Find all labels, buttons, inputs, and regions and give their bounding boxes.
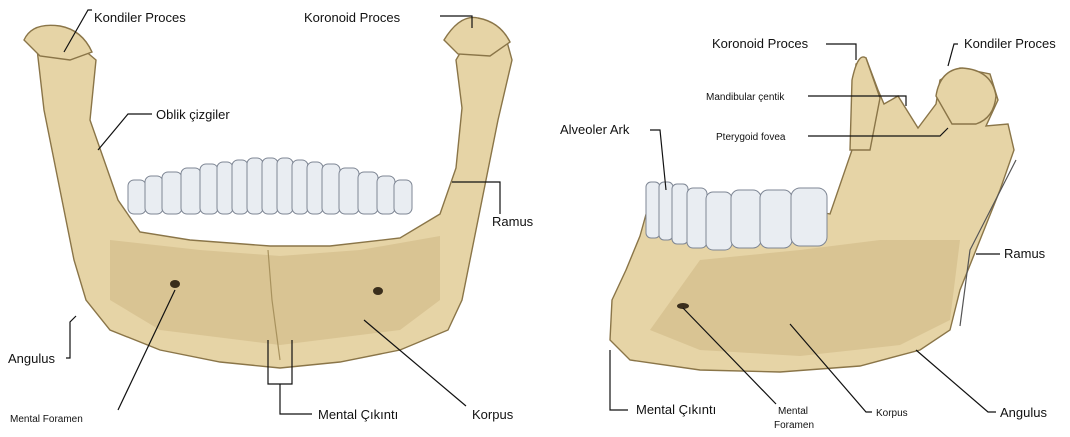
side-teeth <box>646 182 827 250</box>
side-label-alveolar-arch: Alveoler Ark <box>560 122 630 137</box>
tooth <box>672 184 688 244</box>
leader-side-condylar <box>948 44 958 66</box>
side-label-mental-foramen-line1: Mental <box>778 406 808 417</box>
side-view-mandible <box>610 57 1014 372</box>
tooth <box>791 188 827 246</box>
side-label-angle: Angulus <box>1000 405 1047 420</box>
tooth <box>731 190 761 248</box>
front-label-oblique-line: Oblik çizgiler <box>156 107 230 122</box>
front-label-mental-foramen: Mental Foramen <box>10 414 83 425</box>
tooth <box>339 168 359 214</box>
front-view-mandible <box>24 17 512 368</box>
tooth <box>659 182 673 240</box>
tooth <box>322 164 340 214</box>
front-label-body: Korpus <box>472 407 514 422</box>
tooth <box>128 180 146 214</box>
side-label-mental-foramen-line2: Foramen <box>774 420 814 431</box>
tooth <box>307 162 323 214</box>
tooth <box>145 176 163 214</box>
front-teeth <box>128 158 412 214</box>
front-label-ramus: Ramus <box>492 214 534 229</box>
tooth <box>760 190 792 248</box>
side-label-mandibular-notch: Mandibular çentik <box>706 92 785 103</box>
leader-side-coronoid <box>826 44 856 60</box>
tooth <box>706 192 732 250</box>
tooth <box>292 160 308 214</box>
leader-side-alveolar <box>650 130 666 190</box>
tooth <box>217 162 233 214</box>
side-label-ramus: Ramus <box>1004 246 1046 261</box>
tooth <box>232 160 248 214</box>
front-left-condyle <box>24 25 92 60</box>
tooth <box>200 164 218 214</box>
leader-front-oblique <box>98 114 152 150</box>
leader-front-angle <box>66 316 76 358</box>
side-label-mental-protuberance: Mental Çıkıntı <box>636 402 716 417</box>
side-label-coronoid-process: Koronoid Proces <box>712 36 809 51</box>
leader-side-protuberance <box>610 350 628 410</box>
side-label-pterygoid-fovea: Pterygoid fovea <box>716 132 786 143</box>
front-mental-foramen-left <box>170 280 180 288</box>
tooth <box>181 168 201 214</box>
leader-side-angle <box>916 350 996 412</box>
tooth <box>358 172 378 214</box>
front-label-mental-protuberance: Mental Çıkıntı <box>318 407 398 422</box>
tooth <box>277 158 293 214</box>
tooth <box>262 158 278 214</box>
side-label-condylar-process: Kondiler Proces <box>964 36 1056 51</box>
side-label-body: Korpus <box>876 408 908 419</box>
tooth <box>377 176 395 214</box>
tooth <box>646 182 660 238</box>
front-label-coronoid-process: Koronoid Proces <box>304 10 401 25</box>
tooth <box>247 158 263 214</box>
front-label-condylar-process: Kondiler Proces <box>94 10 186 25</box>
front-mental-foramen-right <box>373 287 383 295</box>
front-label-angle: Angulus <box>8 351 55 366</box>
tooth <box>687 188 707 248</box>
tooth <box>162 172 182 214</box>
tooth <box>394 180 412 214</box>
